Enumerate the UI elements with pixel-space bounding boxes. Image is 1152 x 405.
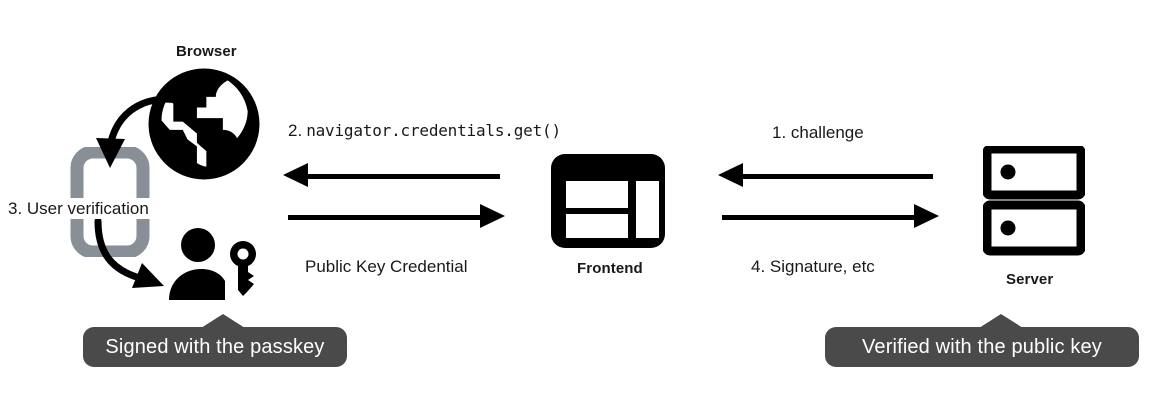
curved-arrow-phone-to-user xyxy=(92,218,192,303)
user-verification-label: 3. User verification xyxy=(5,198,152,219)
server-racks-icon xyxy=(983,146,1085,256)
verified-with-public-key-badge: Verified with the public key xyxy=(825,314,1139,367)
badge-notch xyxy=(201,314,245,328)
challenge-label: 1. challenge xyxy=(772,123,864,142)
public-key-credential-label: Public Key Credential xyxy=(305,257,468,276)
user-with-key-icon xyxy=(165,228,265,303)
signed-with-passkey-text: Signed with the passkey xyxy=(105,335,325,358)
navigator-call-number: 2. xyxy=(288,121,303,140)
navigator-call-code: navigator.credentials.get() xyxy=(306,121,561,140)
verified-with-public-key-text: Verified with the public key xyxy=(862,335,1102,358)
badge-notch xyxy=(979,314,1023,328)
server-label: Server xyxy=(1006,271,1054,288)
browser-label: Browser xyxy=(176,43,237,60)
signature-label: 4. Signature, etc xyxy=(751,257,875,276)
frontend-layout-icon xyxy=(549,152,667,250)
signed-with-passkey-badge: Signed with the passkey xyxy=(83,314,347,367)
navigator-credentials-get-label: 2. navigator.credentials.get() xyxy=(288,122,561,139)
curved-arrow-browser-to-phone xyxy=(80,88,190,198)
frontend-label: Frontend xyxy=(577,260,643,277)
